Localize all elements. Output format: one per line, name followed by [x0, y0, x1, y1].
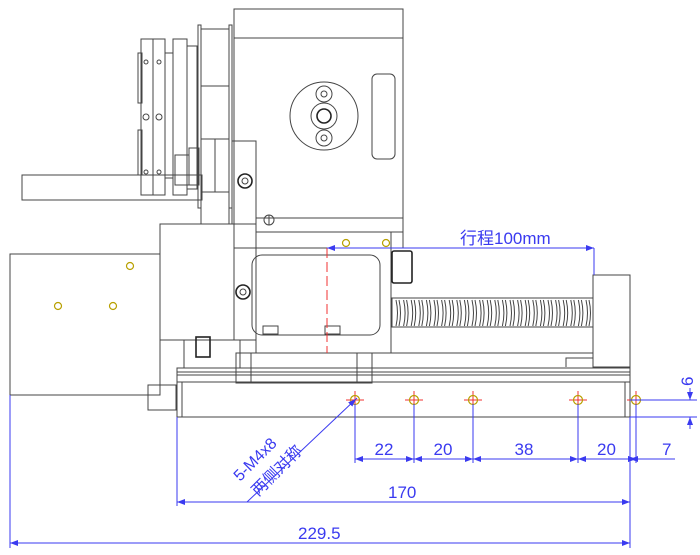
thread [547, 299, 553, 327]
thread [410, 299, 417, 327]
thread [433, 299, 439, 327]
thread [570, 299, 576, 327]
stroke-label: 行程100mm [460, 229, 551, 248]
total-length-dim: 229.5 [298, 524, 341, 543]
thread [585, 299, 591, 327]
thread [486, 299, 493, 327]
thread [532, 299, 538, 327]
thread [471, 299, 477, 327]
thread [539, 299, 546, 327]
edge-height-dim: 6 [678, 377, 697, 386]
thread [403, 299, 409, 327]
mounting-holes [346, 391, 645, 409]
flange [289, 81, 359, 151]
top-housing [233, 8, 404, 249]
thread [441, 299, 447, 327]
spacing-dim: 22 [375, 440, 394, 459]
lead-screw [391, 297, 594, 328]
carriage [235, 231, 413, 384]
thread [501, 299, 508, 327]
thread [463, 299, 470, 327]
thread [494, 299, 500, 327]
spacing-dim: 7 [662, 440, 671, 459]
thread [517, 299, 523, 327]
thread [555, 299, 561, 327]
thread [448, 299, 455, 327]
thread [524, 299, 531, 327]
rail-length-dim: 170 [388, 483, 416, 502]
pulley-assembly [21, 24, 257, 225]
thread [425, 299, 432, 327]
thread [456, 299, 462, 327]
rail-base [176, 274, 631, 418]
thread [395, 299, 401, 327]
thread [418, 299, 424, 327]
spacing-dim: 20 [597, 440, 616, 459]
spacing-dim: 20 [434, 440, 453, 459]
thread [577, 299, 584, 327]
thread [479, 299, 485, 327]
spacing-dim: 38 [515, 440, 534, 459]
thread [509, 299, 515, 327]
thread [562, 299, 569, 327]
